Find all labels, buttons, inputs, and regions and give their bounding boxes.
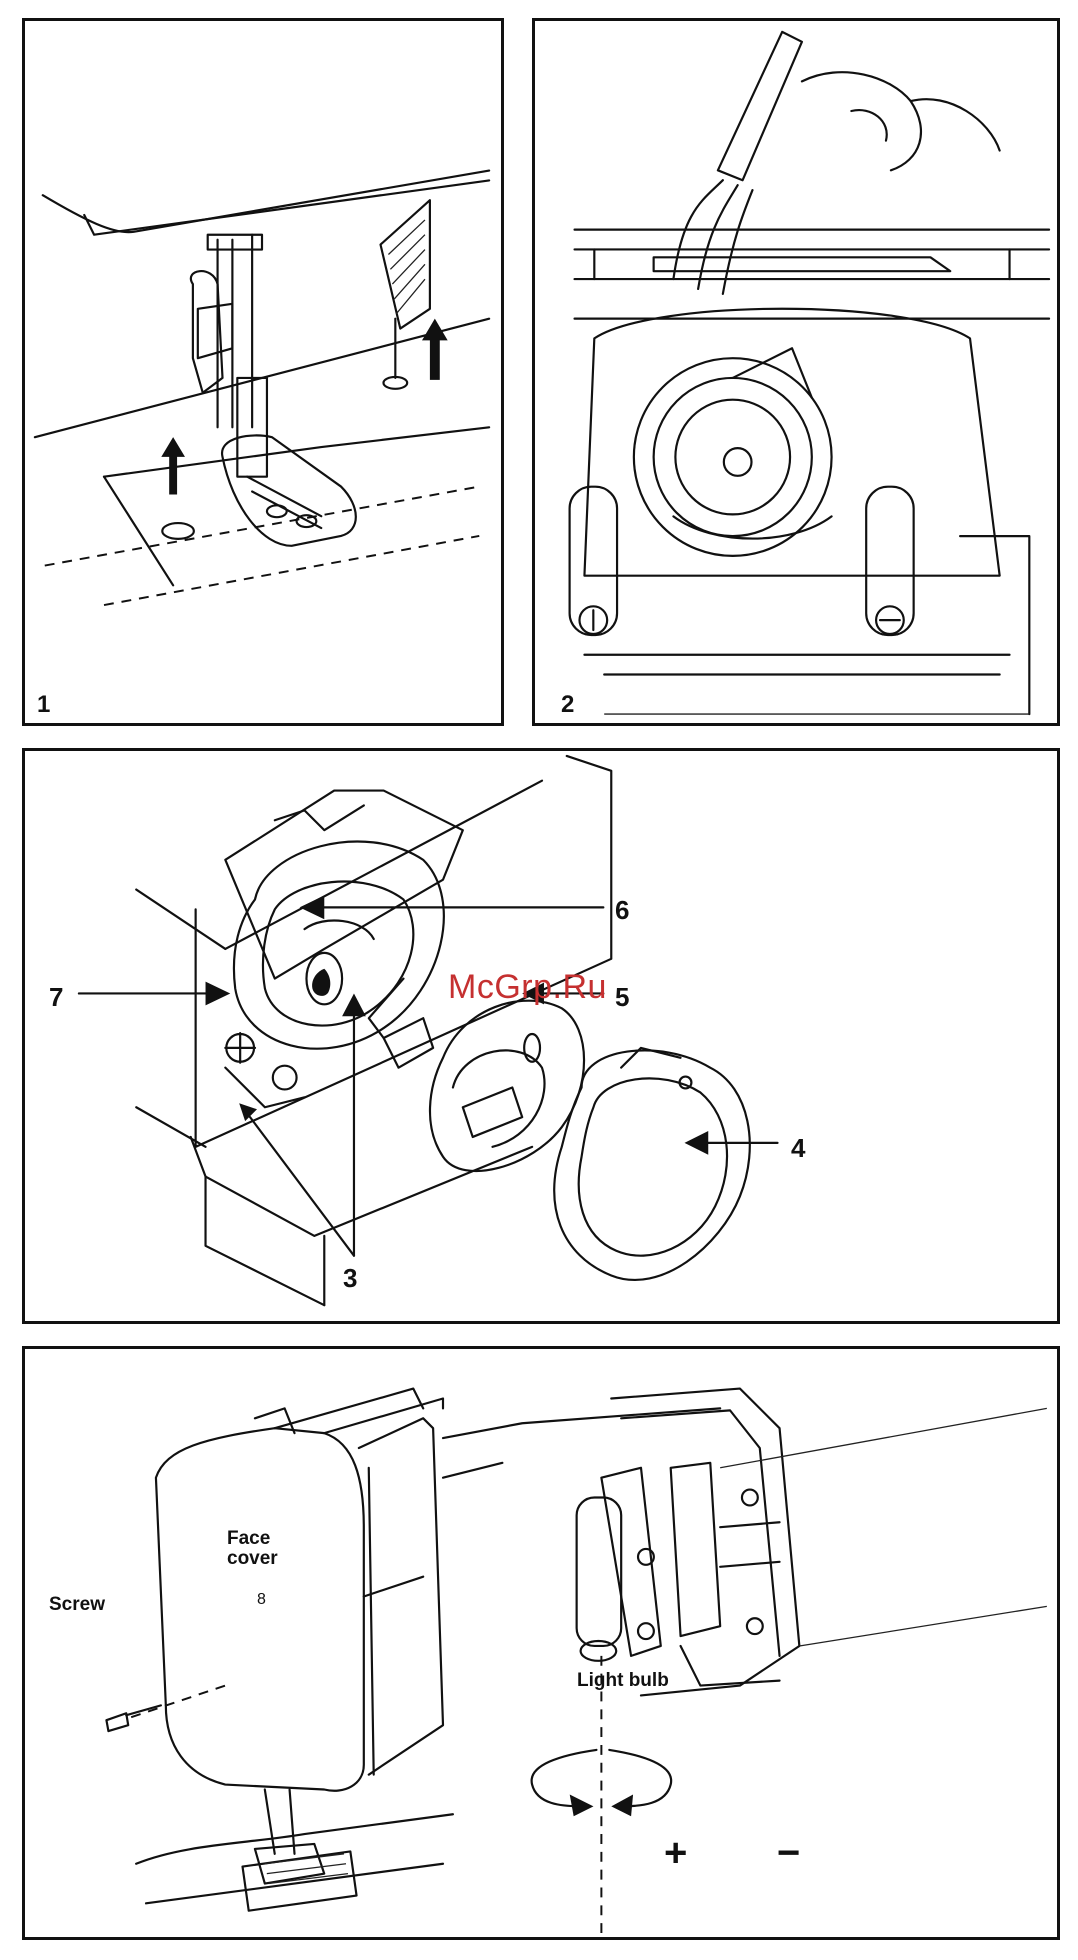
hook-exploded-illustration — [25, 751, 1057, 1321]
light-bulb-illustration — [25, 1349, 1057, 1937]
minus-sign: − — [777, 1831, 800, 1876]
watermark: McGrp.Ru — [448, 968, 607, 1007]
hook-cleaning-illustration — [535, 21, 1057, 723]
light-bulb-label: Light bulb — [577, 1671, 669, 1691]
screw-label: Screw — [49, 1595, 105, 1615]
panel-1-presser-foot: 1 — [22, 18, 504, 726]
callout-5: 5 — [615, 982, 629, 1013]
panel-number: 2 — [561, 691, 574, 719]
face-cover-screw-mark: 8 — [257, 1591, 266, 1609]
presser-foot-illustration — [25, 21, 501, 723]
panel-number: 1 — [37, 691, 50, 719]
panel-4-light-bulb: Face cover 8 Screw Light bulb + − — [22, 1346, 1060, 1940]
plus-sign: + — [664, 1831, 687, 1876]
panel-2-cleaning-hook: 2 — [532, 18, 1060, 726]
callout-4: 4 — [791, 1133, 805, 1164]
face-cover-label: Face cover — [227, 1529, 278, 1569]
callout-7: 7 — [49, 982, 63, 1013]
callout-3: 3 — [343, 1263, 357, 1294]
panel-3-hook-parts: 6 7 5 4 3 — [22, 748, 1060, 1324]
callout-6: 6 — [615, 895, 629, 926]
